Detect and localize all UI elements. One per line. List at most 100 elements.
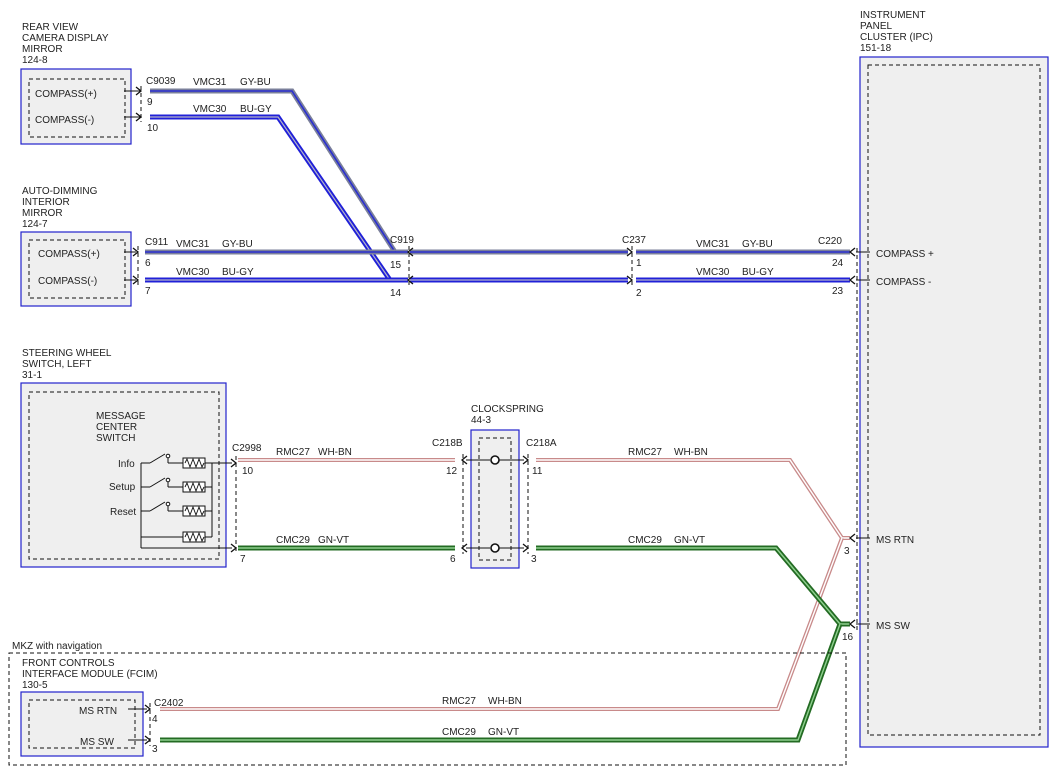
pin-number: 3: [152, 744, 158, 755]
wire-circuit-label: CMC29: [442, 727, 476, 738]
connector-name: C2998: [232, 443, 262, 454]
switch-label: Info: [118, 459, 135, 470]
component-title: PANEL: [860, 21, 892, 32]
connector-c220[interactable]: C220 24 23: [818, 236, 856, 297]
inner-title: SWITCH: [96, 433, 135, 444]
option-outline: [8, 652, 847, 766]
wire-cmc29-fcim: [160, 623, 843, 743]
connector-c218a[interactable]: C218A 11 3: [522, 438, 557, 565]
component-ref: 130-5: [22, 680, 48, 691]
pin-number: 15: [390, 260, 402, 271]
pin-label: MS SW: [876, 621, 910, 632]
wire-circuit-label: RMC27: [276, 447, 310, 458]
wire-circuit-label: RMC27: [442, 696, 476, 707]
inner-title: CENTER: [96, 422, 137, 433]
component-ref: 31-1: [22, 370, 42, 381]
component-ref: 124-8: [22, 55, 48, 66]
component-title: AUTO-DIMMING: [22, 186, 98, 197]
wire-circuit-label: VMC31: [176, 239, 210, 250]
connector-c2998[interactable]: C2998 10 7: [230, 443, 262, 565]
component-title: MIRROR: [22, 44, 63, 55]
wire-color-label: GY-BU: [742, 239, 773, 250]
connector-pin-icon: [460, 543, 468, 553]
wire-vmc30-rvc: [150, 114, 408, 283]
instrument-panel-cluster-component[interactable]: INSTRUMENT PANEL CLUSTER (IPC) 151-18 CO…: [856, 10, 1049, 748]
pin-number: 24: [832, 258, 844, 269]
wire-circuit-label: VMC31: [696, 239, 730, 250]
connector-c9039[interactable]: C9039 9 10: [135, 76, 176, 134]
wire-circuit-label: RMC27: [628, 447, 662, 458]
connector-ipc-ms[interactable]: 3 16: [842, 533, 856, 643]
internal-circuit-outline: [478, 437, 512, 561]
component-title: REAR VIEW: [22, 22, 79, 33]
component-title: INTERFACE MODULE (FCIM): [22, 669, 158, 680]
inner-title: MESSAGE: [96, 411, 146, 422]
rear-view-mirror-component[interactable]: REAR VIEW CAMERA DISPLAY MIRROR 124-8 CO…: [20, 22, 140, 145]
connector-pin-icon: [144, 704, 152, 714]
connector-name: C218A: [526, 438, 557, 449]
pin-number: 11: [532, 466, 543, 477]
wire-circuit-label: VMC30: [176, 267, 210, 278]
pin-label: MS RTN: [876, 535, 914, 546]
component-title: FRONT CONTROLS: [22, 658, 115, 669]
component-ref: 124-7: [22, 219, 48, 230]
component-title: CAMERA DISPLAY: [22, 33, 109, 44]
pin-number: 7: [145, 286, 151, 297]
connector-pin-icon: [626, 275, 634, 285]
steering-wheel-switch-component[interactable]: STEERING WHEEL SWITCH, LEFT 31-1 MESSAGE…: [20, 348, 232, 568]
wire-circuit-label: VMC30: [193, 104, 227, 115]
auto-dimming-mirror-component[interactable]: AUTO-DIMMING INTERIOR MIRROR 124-7 COMPA…: [20, 186, 136, 307]
connector-c919[interactable]: C919 15 14: [390, 235, 414, 299]
component-title: MIRROR: [22, 208, 63, 219]
switch-info-icon: [141, 453, 232, 469]
switch-reset-icon: [141, 501, 212, 517]
contact-icon: [490, 543, 500, 553]
wire-color-label: GN-VT: [318, 535, 349, 546]
pin-label: COMPASS(+): [35, 89, 97, 100]
component-title: INSTRUMENT: [860, 10, 926, 21]
pin-label: MS RTN: [79, 706, 117, 717]
pin-number: 23: [832, 286, 844, 297]
connector-pin-icon: [848, 275, 856, 285]
wire-labels: VMC31 GY-BU VMC30 BU-GY VMC31 GY-BU VMC3…: [176, 77, 774, 738]
pin-number: 4: [152, 714, 158, 725]
pin-number: 2: [636, 288, 642, 299]
wire-color-label: GY-BU: [222, 239, 253, 250]
connector-pin-icon: [848, 619, 856, 629]
internal-circuit-outline: [28, 391, 220, 560]
connector-pin-icon: [132, 247, 140, 257]
connector-pin-icon: [848, 247, 856, 257]
fcim-option-group[interactable]: MKZ with navigation FRONT CONTROLS INTER…: [8, 641, 847, 766]
connector-pin-icon: [230, 543, 238, 553]
wire-color-label: BU-GY: [222, 267, 254, 278]
wire-color-label: WH-BN: [488, 696, 522, 707]
component-title: CLOCKSPRING: [471, 404, 544, 415]
wire-color-label: BU-GY: [240, 104, 272, 115]
pin-label: COMPASS(+): [38, 249, 100, 260]
pin-label: COMPASS(-): [35, 115, 94, 126]
component-title: SWITCH, LEFT: [22, 359, 91, 370]
pin-number: 14: [390, 288, 402, 299]
pin-number: 16: [842, 632, 854, 643]
connector-pin-icon: [135, 112, 143, 122]
wire-color-label: GN-VT: [488, 727, 519, 738]
component-box: [20, 68, 132, 145]
pin-label: COMPASS(-): [38, 276, 97, 287]
component-box: [20, 691, 144, 757]
clockspring-component[interactable]: CLOCKSPRING 44-3: [466, 404, 544, 569]
component-box: [859, 56, 1049, 748]
resistor-icon: [140, 531, 232, 549]
connector-c237[interactable]: C237 1 2: [622, 235, 646, 299]
connector-name: C9039: [146, 76, 176, 87]
connector-pin-icon: [522, 543, 530, 553]
component-ref: 44-3: [471, 415, 491, 426]
connector-c218b[interactable]: C218B 12 6: [432, 438, 468, 565]
pin-number: 3: [844, 546, 850, 557]
wire-rmc27-fcim: [160, 537, 844, 711]
connector-pin-icon: [626, 247, 634, 257]
connector-pin-icon: [460, 455, 468, 465]
connector-pin-icon: [135, 86, 143, 96]
connector-c2402[interactable]: C2402 4 3: [144, 698, 184, 755]
connector-c911[interactable]: C911 6 7: [132, 237, 169, 297]
wire-circuit-label: CMC29: [628, 535, 662, 546]
